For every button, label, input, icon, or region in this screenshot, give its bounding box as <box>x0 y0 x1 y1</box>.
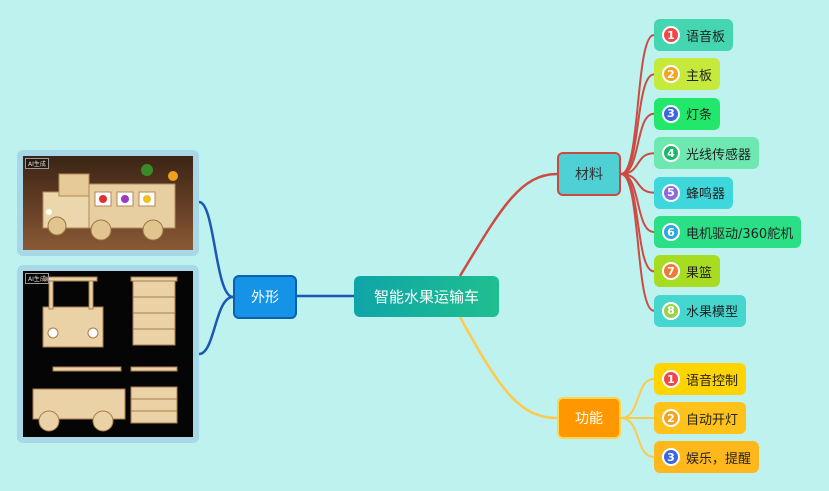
number-badge: 1 <box>662 26 680 44</box>
leaf-label: 果篮 <box>686 265 713 281</box>
leaf-label: 自动开灯 <box>686 412 739 428</box>
connector-shape-image2 <box>198 295 234 356</box>
ai-generated-tag: AI生成 <box>25 273 49 284</box>
leaf-connector <box>620 34 655 175</box>
truck-photo: AI生成 <box>23 156 193 250</box>
number-badge: 5 <box>662 183 680 202</box>
leaf-item[interactable]: 2 主板 <box>654 58 721 91</box>
connector-root-materials <box>458 172 558 277</box>
number-badge: 3 <box>662 448 680 466</box>
root-topic[interactable]: 智能水果运输车 <box>354 276 499 317</box>
truck-blueprint: AI生成 <box>23 271 193 437</box>
leaf-item[interactable]: 5 蜂鸣器 <box>654 176 734 209</box>
leaf-label: 主板 <box>686 68 713 84</box>
leaf-label: 光线传感器 <box>686 147 752 163</box>
leaf-connector <box>620 173 655 312</box>
leaf-label: 水果模型 <box>686 305 739 321</box>
leaf-item[interactable]: 1 语音板 <box>654 19 734 51</box>
number-badge: 6 <box>662 223 680 241</box>
number-badge: 7 <box>662 262 680 281</box>
leaf-connector <box>620 173 655 273</box>
leaf-connector <box>620 112 655 175</box>
number-badge: 4 <box>662 144 680 163</box>
topic-functions[interactable]: 功能 <box>557 397 621 439</box>
leaf-item[interactable]: 1 语音控制 <box>654 363 747 395</box>
connector-root-functions <box>458 316 558 420</box>
leaf-label: 灯条 <box>686 108 713 124</box>
truck-views-illustration <box>32 276 178 432</box>
leaf-label: 蜂鸣器 <box>686 187 726 203</box>
leaf-label: 语音控制 <box>686 373 739 389</box>
truck-blueprint-frame: AI生成 <box>17 265 199 443</box>
connector-shape-image1 <box>198 200 234 299</box>
topic-materials[interactable]: 材料 <box>557 152 621 196</box>
leaf-item[interactable]: 7 果篮 <box>654 255 721 288</box>
number-badge: 3 <box>662 104 680 123</box>
leaf-connector <box>620 73 655 175</box>
leaf-label: 娱乐，提醒 <box>686 451 752 467</box>
truck-photo-frame: AI生成 <box>17 150 199 256</box>
leaf-item[interactable]: 3 灯条 <box>654 97 721 130</box>
leaf-item[interactable]: 6 电机驱动/360舵机 <box>654 216 802 248</box>
ai-generated-tag: AI生成 <box>25 158 49 169</box>
leaf-connector <box>620 417 655 458</box>
number-badge: 8 <box>662 301 680 320</box>
leaf-connector <box>620 378 655 419</box>
wooden-truck-illustration <box>42 164 178 241</box>
leaf-label: 电机驱动/360舵机 <box>686 226 794 242</box>
topic-shape[interactable]: 外形 <box>233 275 297 319</box>
leaf-item[interactable]: 8 水果模型 <box>654 294 747 327</box>
leaf-item[interactable]: 3 娱乐，提醒 <box>654 441 760 473</box>
leaf-item[interactable]: 2 自动开灯 <box>654 402 747 434</box>
number-badge: 2 <box>662 65 680 84</box>
leaf-item[interactable]: 4 光线传感器 <box>654 137 760 170</box>
leaf-label: 语音板 <box>686 29 726 45</box>
number-badge: 2 <box>662 409 680 427</box>
number-badge: 1 <box>662 370 680 388</box>
